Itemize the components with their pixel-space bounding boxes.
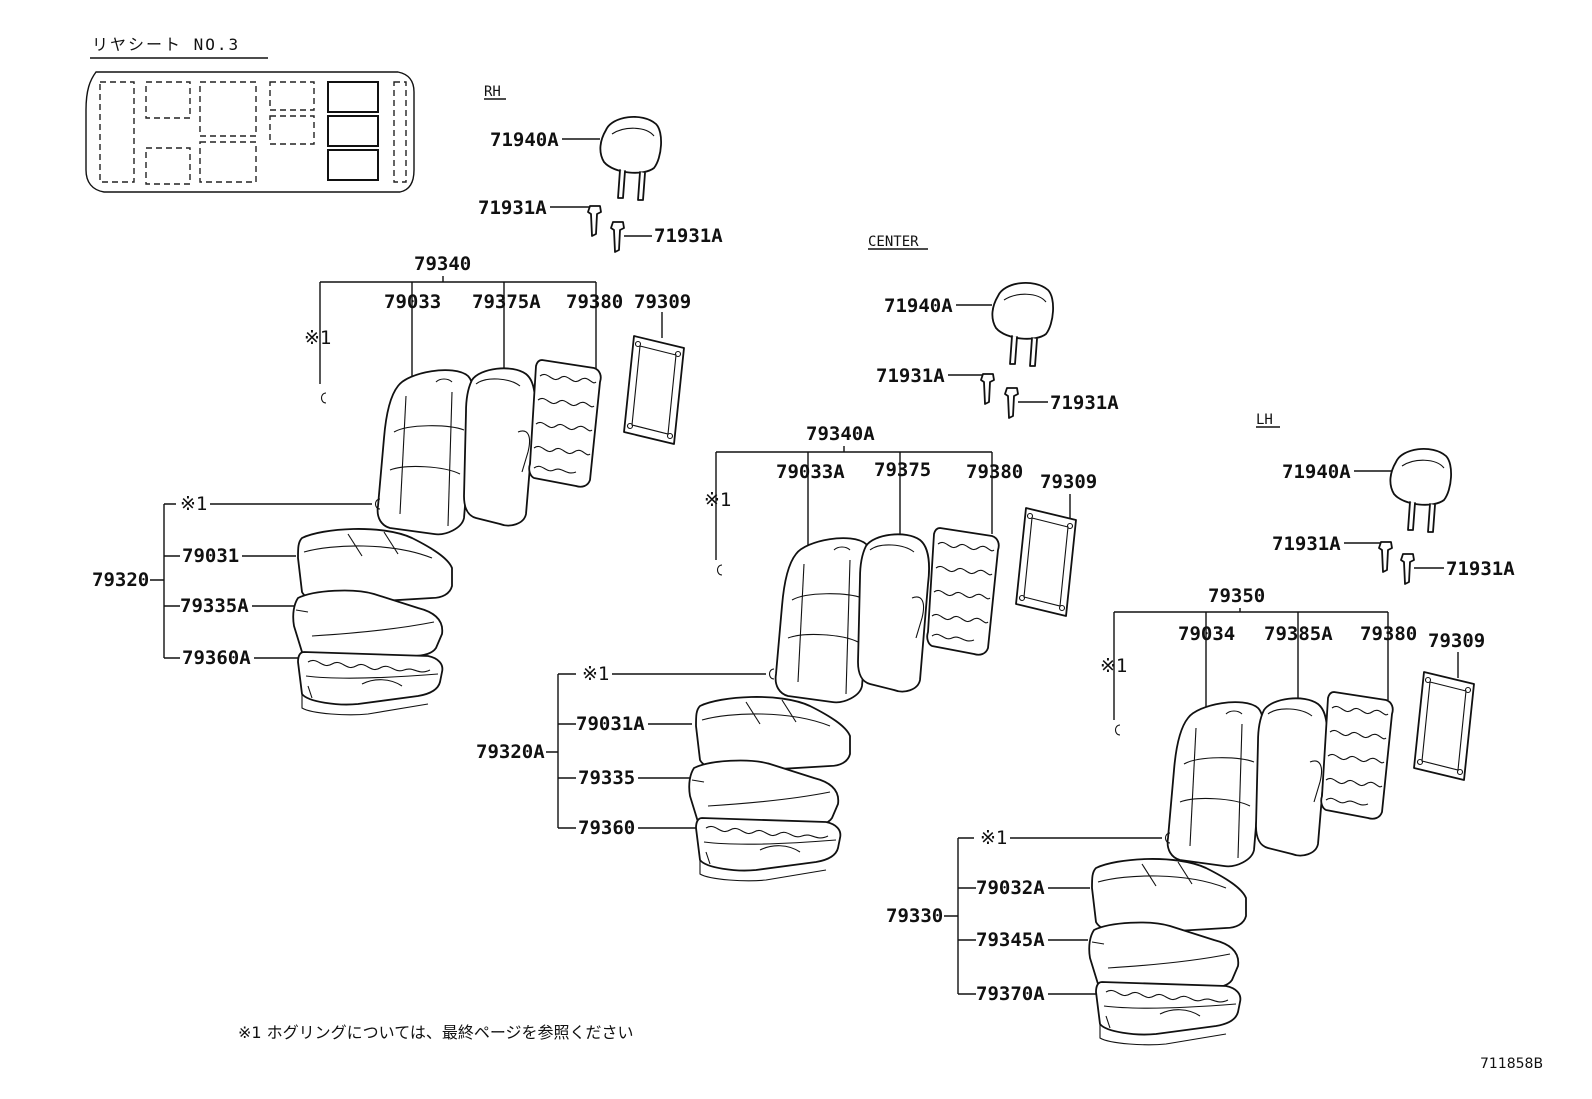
label-rh-guide-left: 71931A [478, 197, 547, 219]
label-lh-guide-left: 71931A [1272, 533, 1341, 555]
label-center-headrest: 71940A [884, 295, 953, 317]
lh-hog-ring-icon [1114, 724, 1121, 736]
label-rh-back-pad: 79375A [472, 291, 541, 313]
label-rh-cushion-assy: 79320 [92, 569, 149, 591]
label-center-cushion-cover: 79031A [576, 713, 645, 735]
label-rh-guide-right: 71931A [654, 225, 723, 247]
rh-guide-right-icon [610, 221, 625, 253]
label-center-cushion-pad: 79335 [578, 767, 635, 789]
label-rh-back-board: 79309 [634, 291, 691, 313]
rh-guide-left-icon [587, 205, 602, 237]
label-lh-cushion-pad: 79345A [976, 929, 1045, 951]
lh-back-cover-icon [1166, 701, 1265, 868]
section-label-center: CENTER [868, 234, 919, 250]
drawing-number: 711858B [1480, 1056, 1543, 1072]
rh-headrest-icon [599, 115, 662, 201]
center-hog-ring-icon [716, 564, 723, 576]
label-lh-cushion-spring: 79370A [976, 983, 1045, 1005]
rh-seat-group: RH 71940A 71931A 71931A 79340 79033 7937… [92, 84, 723, 716]
label-center-cushion-assy: 79320A [476, 741, 545, 763]
footnote: ※1 ホグリングについては、最終ページを参照ください [238, 1023, 634, 1042]
lh-cushion-spring-icon [1095, 981, 1242, 1046]
center-guide-left-icon [980, 373, 995, 405]
label-lh-back-assy: 79350 [1208, 585, 1265, 607]
label-center-back-assy: 79340A [806, 423, 875, 445]
label-rh-cushion-cover: 79031 [182, 545, 239, 567]
lh-headrest-icon [1389, 447, 1452, 533]
vehicle-seat-layout [85, 71, 415, 193]
center-cushion-cover-icon [695, 696, 851, 773]
rh-cushion-spring-icon [297, 651, 444, 716]
label-lh-headrest: 71940A [1282, 461, 1351, 483]
highlighted-seat-lh [327, 149, 379, 181]
lh-guide-right-icon [1400, 553, 1415, 585]
label-rh-hog-ring: ※1 [304, 327, 331, 349]
label-lh-back-pad: 79385A [1264, 623, 1333, 645]
center-back-pad-icon [857, 533, 930, 693]
rh-back-board-icon [623, 335, 685, 445]
rh-back-pad-icon [463, 367, 536, 527]
center-guide-right-icon [1004, 387, 1019, 419]
lh-back-board-icon [1413, 671, 1475, 781]
lh-seat-group: LH 71940A 71931A 71931A 79350 79034 7938… [886, 412, 1515, 1046]
diagram-title: リヤシート NO.3 [92, 35, 240, 54]
label-lh-back-spring: 79380 [1360, 623, 1417, 645]
label-center-back-board: 79309 [1040, 471, 1097, 493]
label-lh-cushion-cover: 79032A [976, 877, 1045, 899]
lh-back-pad-icon [1255, 697, 1328, 857]
label-lh-guide-right: 71931A [1446, 558, 1515, 580]
label-center-guide-left: 71931A [876, 365, 945, 387]
label-lh-cushion-hog-ring: ※1 [980, 827, 1007, 849]
rh-hog-ring-icon [320, 392, 327, 404]
center-back-board-icon [1015, 507, 1077, 617]
label-rh-back-cover: 79033 [384, 291, 441, 313]
label-rh-back-spring: 79380 [566, 291, 623, 313]
label-center-cushion-spring: 79360 [578, 817, 635, 839]
label-lh-back-board: 79309 [1428, 630, 1485, 652]
highlighted-seat-center [327, 115, 379, 147]
section-label-rh: RH [484, 84, 501, 100]
highlighted-seat-rh [327, 81, 379, 113]
center-seat-group: CENTER 71940A 71931A 71931A 79340A 79033… [476, 234, 1119, 882]
label-center-hog-ring: ※1 [704, 489, 731, 511]
label-rh-cushion-pad: 79335A [180, 595, 249, 617]
label-rh-cushion-hog-ring: ※1 [180, 493, 207, 515]
rh-back-cover-icon [376, 369, 475, 536]
label-rh-back-assy: 79340 [414, 253, 471, 275]
center-headrest-icon [991, 281, 1054, 367]
label-center-back-pad: 79375 [874, 459, 931, 481]
center-back-cover-icon [774, 537, 873, 704]
label-center-guide-right: 71931A [1050, 392, 1119, 414]
center-cushion-hog-ring-icon [768, 668, 775, 680]
lh-cushion-cover-icon [1091, 858, 1247, 935]
rh-back-spring-icon [528, 359, 602, 488]
label-rh-headrest: 71940A [490, 129, 559, 151]
section-label-lh: LH [1256, 412, 1273, 428]
label-center-cushion-hog-ring: ※1 [582, 663, 609, 685]
center-back-spring-icon [926, 527, 1000, 656]
label-lh-hog-ring: ※1 [1100, 655, 1127, 677]
label-center-back-spring: 79380 [966, 461, 1023, 483]
rh-cushion-pad-icon [292, 589, 444, 663]
lh-guide-left-icon [1378, 541, 1393, 573]
lh-back-spring-icon [1320, 691, 1394, 820]
label-lh-back-cover: 79034 [1178, 623, 1235, 645]
label-lh-cushion-assy: 79330 [886, 905, 943, 927]
center-cushion-spring-icon [695, 817, 842, 882]
label-center-back-cover: 79033A [776, 461, 845, 483]
label-rh-cushion-spring: 79360A [182, 647, 251, 669]
